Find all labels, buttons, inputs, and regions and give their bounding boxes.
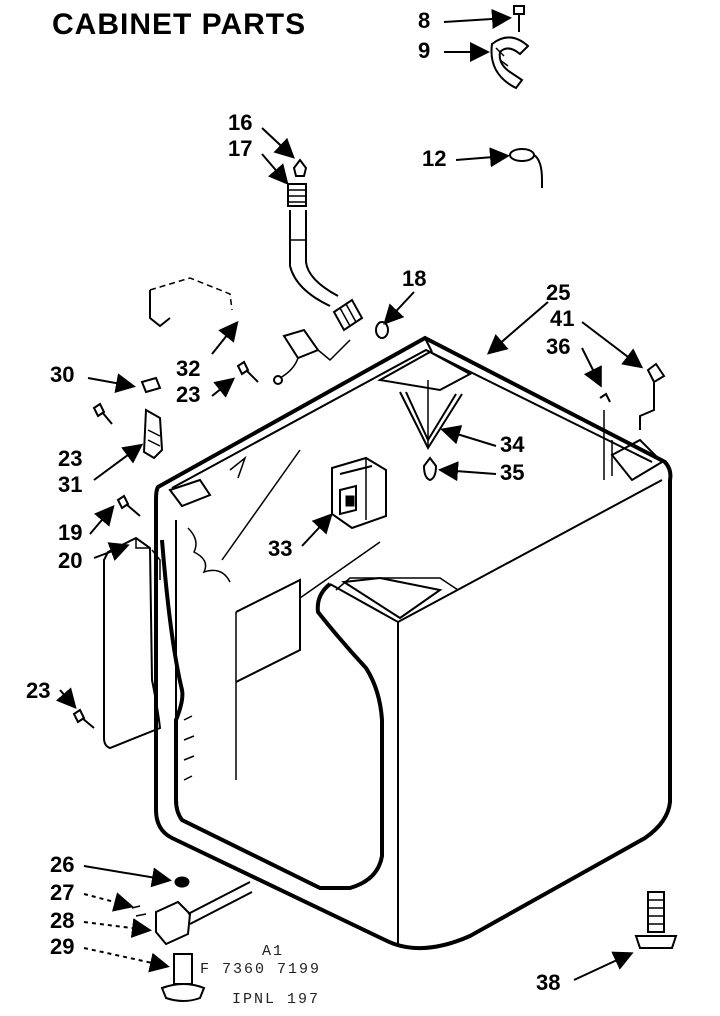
callout-12: 12 [422, 146, 447, 171]
leader-arrows [55, 9, 644, 981]
callout-9: 9 [418, 38, 431, 63]
cabinet-shell [154, 335, 673, 950]
callout-33: 33 [268, 536, 293, 561]
callout-29: 29 [50, 934, 75, 959]
stamp-line-3: IPNL 197 [232, 991, 321, 1008]
part-18-nut [332, 298, 389, 339]
stamp-line-2: F 7360 7199 [200, 961, 322, 978]
callout-23-left: 23 [58, 446, 83, 471]
part-32-bracket [149, 277, 233, 328]
callout-19: 19 [58, 520, 83, 545]
callout-31: 31 [58, 472, 83, 497]
callout-20: 20 [58, 548, 83, 573]
part-16-17-hose [287, 158, 339, 307]
page-title: CABINET PARTS [52, 8, 307, 41]
part-19-screw [116, 494, 141, 517]
part-26-nut [174, 876, 190, 888]
part-30-clip [140, 376, 162, 394]
callout-25: 25 [546, 280, 571, 305]
stamp-line-1: A1 [262, 943, 285, 960]
callout-17: 17 [228, 136, 253, 161]
side-panel [103, 536, 162, 750]
part-35-grommet [422, 456, 438, 482]
part-8-screw [513, 5, 525, 32]
part-31-latch [142, 408, 164, 460]
part-41-36-bracket [599, 362, 666, 480]
part-23-screws [72, 360, 259, 729]
callout-18: 18 [402, 266, 427, 291]
callout-27: 27 [50, 880, 75, 905]
callout-23-bottom: 23 [26, 678, 51, 703]
part-33-block [331, 456, 387, 530]
part-38-leg [634, 891, 678, 949]
callout-23-top: 23 [176, 382, 201, 407]
part-9-clamp [490, 36, 530, 90]
part-12-ring [509, 148, 543, 188]
callout-8: 8 [418, 8, 431, 33]
callout-26: 26 [50, 852, 75, 877]
part-27-28-foot [131, 881, 253, 946]
callout-35: 35 [500, 460, 525, 485]
callout-16: 16 [228, 110, 253, 135]
callout-38: 38 [536, 970, 561, 995]
callout-28: 28 [50, 908, 75, 933]
callout-32: 32 [176, 356, 201, 381]
part-switch [273, 328, 351, 385]
part-34-support [399, 380, 463, 451]
part-29-leg [160, 953, 206, 1002]
callout-34: 34 [500, 432, 525, 457]
callout-30: 30 [50, 362, 75, 387]
callout-36: 36 [546, 334, 571, 359]
callout-41: 41 [550, 306, 575, 331]
